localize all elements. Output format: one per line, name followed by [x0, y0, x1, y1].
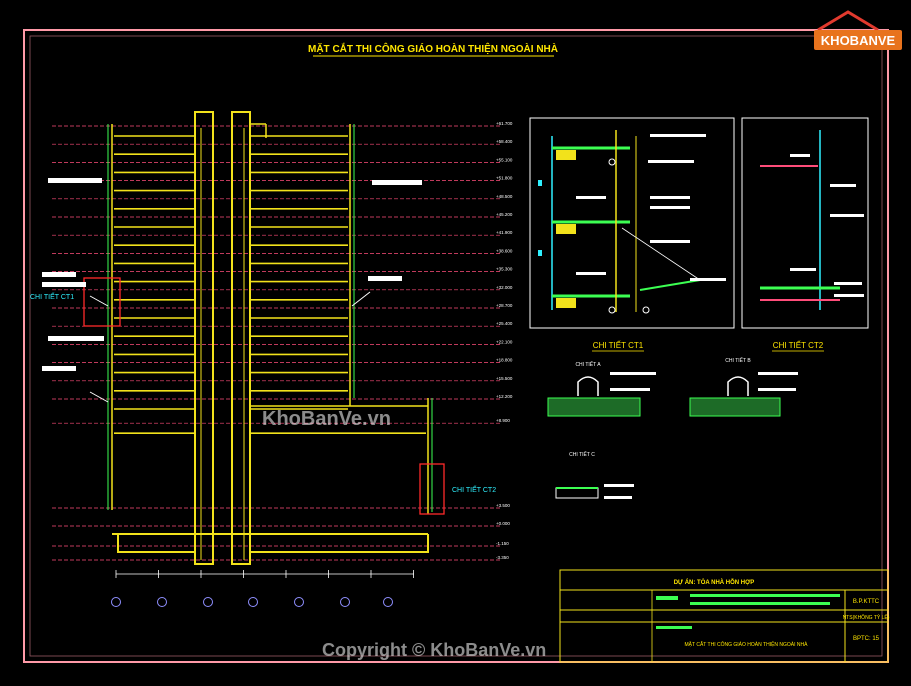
- title-block-scale: NTS(KHÔNG TỶ LỆ): [843, 613, 890, 621]
- elevation-label: +15.500: [496, 376, 513, 381]
- small-detail-c-label: CHI TIẾT C: [569, 451, 595, 458]
- grid-bubble: [383, 597, 393, 607]
- elevation-label: -3.350: [496, 555, 509, 560]
- basement-outline-right: [250, 534, 429, 553]
- grid-axis-bubbles: [111, 597, 393, 607]
- ct2-callout-label: CHI TIẾT CT2: [452, 484, 496, 494]
- title-block: [559, 569, 889, 663]
- inner-frame: [29, 35, 883, 657]
- title-block-project: DỰ ÁN: TÒA NHÀ HỖN HỢP: [674, 578, 755, 586]
- note-bars: [42, 178, 422, 371]
- elevation-label: +41.900: [496, 230, 513, 235]
- site-watermark: KhoBanVe.vn: [262, 408, 391, 430]
- title-block-sheet-name: MẶT CẮT THI CÔNG GIÁO HOÀN THIỆN NGOÀI N…: [685, 640, 809, 648]
- elevation-label: +8.900: [496, 418, 510, 423]
- floor-lines: [52, 125, 500, 561]
- dimension-ticks: [115, 570, 414, 578]
- small-detail-b: [689, 372, 798, 417]
- elevation-label: +0.000: [496, 521, 510, 526]
- elevation-label: +35.300: [496, 267, 513, 272]
- leader-right-1: [351, 291, 371, 307]
- ct1-callout-box[interactable]: [83, 277, 121, 327]
- elevation-label: +28.700: [496, 303, 513, 308]
- elevation-label: +25.400: [496, 321, 513, 326]
- ct2-callout-box[interactable]: [419, 463, 445, 515]
- logo-text: KHOBANVE: [821, 33, 896, 48]
- elevation-label: +51.800: [496, 176, 513, 181]
- khobanve-logo: KHOBANVE: [814, 10, 902, 50]
- elevation-label: +55.100: [496, 157, 513, 162]
- elevation-label: +12.200: [496, 394, 513, 399]
- grid-bubble: [203, 597, 213, 607]
- ct1-leader: [89, 295, 109, 307]
- title-block-sheet-no: BPTC: 15: [853, 636, 880, 642]
- elevation-labels: +61.700 +58.400 +55.100 +51.800 +48.500 +45.2…: [496, 121, 513, 560]
- small-detail-b-label: CHI TIẾT B: [725, 357, 751, 364]
- leader-left-1: [89, 391, 109, 403]
- elevation-label: -1.150: [496, 541, 509, 546]
- detail-ct2-panel: [741, 117, 869, 329]
- small-detail-a-label: CHI TIẾT A: [575, 361, 601, 368]
- elevation-label: +32.000: [496, 285, 513, 290]
- building-section: [111, 111, 429, 565]
- grid-bubble: [248, 597, 258, 607]
- title-block-code: B.P.KTTC: [853, 599, 880, 605]
- core-shaft-right: [231, 111, 251, 565]
- small-detail-a: [547, 372, 656, 417]
- elevation-label: +38.600: [496, 248, 513, 253]
- elevation-label: +48.500: [496, 194, 513, 199]
- core-shaft-left: [194, 111, 214, 565]
- floor-slabs: [114, 135, 426, 435]
- detail-ct1-caption: CHI TIẾT CT1: [593, 340, 644, 350]
- elevation-label: +61.700: [496, 121, 513, 126]
- drawing-title: MẶT CẮT THI CÔNG GIÁO HOÀN THIỆN NGOÀI N…: [308, 42, 558, 55]
- outer-frame: [23, 29, 889, 663]
- grid-bubble: [111, 597, 121, 607]
- ct1-callout-label: CHI TIẾT CT1: [30, 291, 74, 301]
- elevation-label: +22.100: [496, 339, 513, 344]
- basement-outline: [117, 534, 195, 553]
- detail-ct2-caption: CHI TIẾT CT2: [773, 340, 824, 350]
- grid-bubble: [294, 597, 304, 607]
- elevation-label: +45.200: [496, 212, 513, 217]
- elevation-label: +18.800: [496, 358, 513, 363]
- grid-bubble: [157, 597, 167, 607]
- elevation-label: +3.500: [496, 503, 510, 508]
- copyright-watermark: Copyright © KhoBanVe.vn: [322, 640, 547, 660]
- small-detail-c: [555, 484, 634, 499]
- elevation-label: +58.400: [496, 139, 513, 144]
- grid-bubble: [340, 597, 350, 607]
- detail-ct1-panel: [529, 117, 735, 329]
